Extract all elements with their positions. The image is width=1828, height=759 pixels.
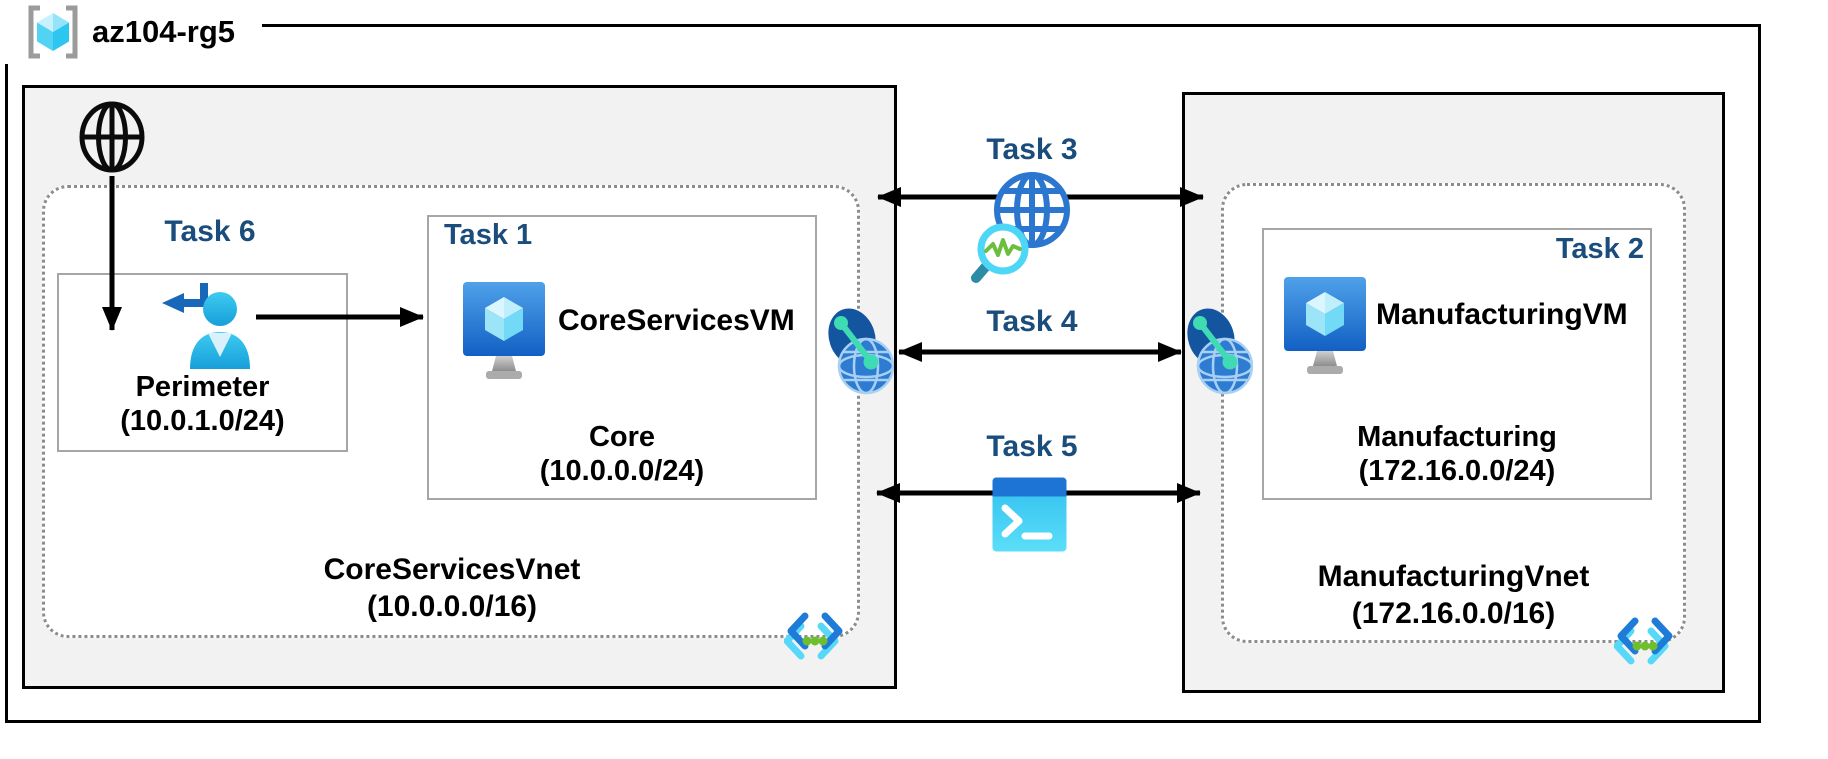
internet-globe-icon: [79, 101, 145, 173]
task1-label: Task 1: [444, 219, 533, 251]
task3-label: Task 3: [986, 133, 1078, 166]
network-peering-icon: [828, 308, 894, 395]
perimeter-subnet-cidr: (10.0.1.0/24): [120, 405, 285, 437]
virtual-machine-icon: [1284, 277, 1366, 374]
core-vnet-cidr: (10.0.0.0/16): [366, 590, 538, 623]
mfg-vm-name: ManufacturingVM: [1376, 298, 1628, 331]
resource-group-border: [5, 24, 1761, 723]
core-vnet-name: CoreServicesVnet: [323, 553, 581, 586]
core-subnet-box: [427, 215, 817, 500]
virtual-network-icon: [784, 612, 843, 660]
task5-label: Task 5: [986, 430, 1078, 463]
resource-group-name: az104-rg5: [92, 14, 236, 49]
task2-label: Task 2: [1555, 233, 1644, 265]
core-subnet-cidr: (10.0.0.0/24): [539, 455, 705, 487]
core-subnet-name: Core: [588, 421, 656, 453]
mfg-subnet-cidr: (172.16.0.0/24): [1358, 455, 1556, 487]
task6-label: Task 6: [164, 215, 256, 248]
resource-group-icon: [28, 5, 78, 59]
mfg-vnet-name: ManufacturingVnet: [1317, 560, 1590, 593]
perimeter-subnet-name: Perimeter: [135, 371, 270, 403]
perimeter-user-icon: [162, 283, 250, 369]
virtual-network-icon: [1614, 617, 1673, 665]
network-peering-icon: [1187, 308, 1253, 395]
network-watcher-icon: [971, 172, 1070, 283]
mfg-subnet-name: Manufacturing: [1357, 421, 1557, 453]
cloud-shell-icon: [992, 477, 1067, 552]
core-vm-name: CoreServicesVM: [558, 304, 795, 337]
mfg-vnet-cidr: (172.16.0.0/16): [1351, 597, 1556, 630]
task4-label: Task 4: [986, 305, 1078, 338]
virtual-machine-icon: [463, 282, 545, 379]
resource-group-badge: az104-rg5: [0, 0, 262, 64]
